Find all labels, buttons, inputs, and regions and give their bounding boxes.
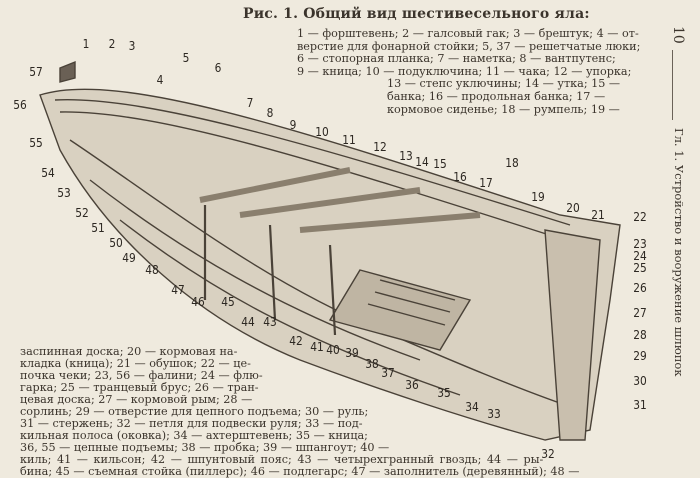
- body-text-line: киль; 41 — кильсон; 42 — шпунтовый пояс;…: [20, 453, 544, 466]
- callout-number: 1: [82, 36, 90, 51]
- callout-number: 20: [566, 200, 580, 215]
- legend-line: банка; 16 — продольная банка; 17 —: [387, 89, 606, 103]
- callout-number: 7: [246, 95, 254, 110]
- callout-number: 38: [365, 356, 379, 371]
- body-text-line: сорлинь; 29 — отверстие для цепного подъ…: [20, 405, 369, 418]
- body-text-line: гарка; 25 — транцевый брус; 26 — тран-: [20, 381, 259, 394]
- body-text-line: 31 — стержень; 32 — петля для подвески р…: [20, 417, 363, 430]
- callout-number: 6: [214, 60, 222, 75]
- legend-line: кормовое сиденье; 18 — румпель; 19 —: [387, 102, 620, 116]
- callout-number: 29: [633, 348, 647, 363]
- callout-number: 9: [289, 117, 297, 132]
- callout-number: 26: [633, 280, 647, 295]
- callout-number: 52: [75, 205, 89, 220]
- callout-number: 48: [145, 262, 159, 277]
- callout-number: 15: [433, 156, 447, 171]
- legend-line: 13 — степс уключины; 14 — утка; 15 —: [387, 77, 621, 91]
- callout-number: 16: [453, 169, 467, 184]
- callout-number: 24: [633, 248, 647, 263]
- callout-number: 27: [633, 305, 647, 320]
- callout-number: 40: [326, 342, 340, 357]
- callout-number: 37: [381, 365, 395, 380]
- figure-title: Рис. 1. Общий вид шестивесельного яла:: [243, 6, 590, 22]
- callout-number: 32: [541, 446, 555, 461]
- callout-number: 33: [487, 406, 501, 421]
- callout-number: 30: [633, 373, 647, 388]
- callout-number: 4: [156, 72, 164, 87]
- callout-number: 25: [633, 260, 647, 275]
- callout-number: 31: [633, 397, 647, 412]
- figure-legend: 1 — форштевень; 2 — галсовый гак; 3 — бр…: [297, 27, 655, 116]
- callout-number: 22: [633, 209, 647, 224]
- legend-line: 1 — форштевень; 2 — галсовый гак; 3 — бр…: [297, 27, 639, 40]
- body-text-line: цевая доска; 27 — кормовой рым; 28 —: [20, 393, 253, 406]
- callout-number: 8: [266, 105, 274, 120]
- callout-number: 19: [531, 189, 545, 204]
- header-rule: [672, 50, 673, 120]
- callout-number: 35: [437, 385, 451, 400]
- callout-number: 45: [221, 294, 235, 309]
- page-number: 10: [670, 26, 686, 44]
- body-text-line: 36, 55 — цепные подъемы; 38 — пробка; 39…: [20, 441, 390, 454]
- callout-number: 5: [182, 50, 190, 65]
- callout-number: 54: [41, 165, 55, 180]
- callout-number: 10: [315, 124, 329, 139]
- callout-number: 12: [373, 139, 387, 154]
- callout-number: 49: [122, 250, 136, 265]
- body-text-line: кладка (кница); 21 — обушок; 22 — це-: [20, 357, 251, 370]
- callout-number: 42: [289, 333, 303, 348]
- callout-number: 18: [505, 155, 519, 170]
- callout-number: 57: [29, 64, 43, 79]
- callout-number: 44: [241, 314, 255, 329]
- callout-number: 50: [109, 235, 123, 250]
- callout-number: 17: [479, 175, 493, 190]
- callout-number: 41: [310, 339, 324, 354]
- body-text-line: кильная полоса (оковка); 34 — ахтерштеве…: [20, 429, 368, 442]
- legend-line: 9 — кница; 10 — подуключина; 11 — чака; …: [297, 64, 632, 78]
- callout-number: 39: [345, 345, 359, 360]
- callout-number: 13: [399, 148, 413, 163]
- callout-number: 2: [108, 36, 116, 51]
- callout-number: 34: [465, 399, 479, 414]
- callout-number: 51: [91, 220, 105, 235]
- callout-number: 23: [633, 236, 647, 251]
- callout-number: 28: [633, 327, 647, 342]
- callout-number: 36: [405, 377, 419, 392]
- callout-number: 43: [263, 314, 277, 329]
- callout-number: 21: [591, 207, 605, 222]
- callout-number: 11: [342, 132, 356, 147]
- body-text-line: заспинная доска; 20 — кормовая на-: [20, 345, 238, 358]
- callout-number: 53: [57, 185, 71, 200]
- callout-number: 46: [191, 294, 205, 309]
- legend-line: верстие для фонарной стойки; 5, 37 — реш…: [297, 39, 641, 53]
- callout-number: 56: [13, 97, 27, 112]
- callout-number: 3: [128, 38, 136, 53]
- body-text-line: бина; 45 — съемная стойка (пиллерс); 46 …: [20, 465, 580, 478]
- callout-number: 55: [29, 135, 43, 150]
- running-head-chapter: Гл. 1. Устройство и вооружение шлюпок: [672, 128, 686, 377]
- callout-number: 47: [171, 282, 185, 297]
- body-text-line: почка чеки; 23, 56 — фалини; 24 — флю-: [20, 369, 263, 382]
- callout-number: 14: [415, 154, 429, 169]
- legend-line: 6 — стопорная планка; 7 — наметка; 8 — в…: [297, 52, 616, 66]
